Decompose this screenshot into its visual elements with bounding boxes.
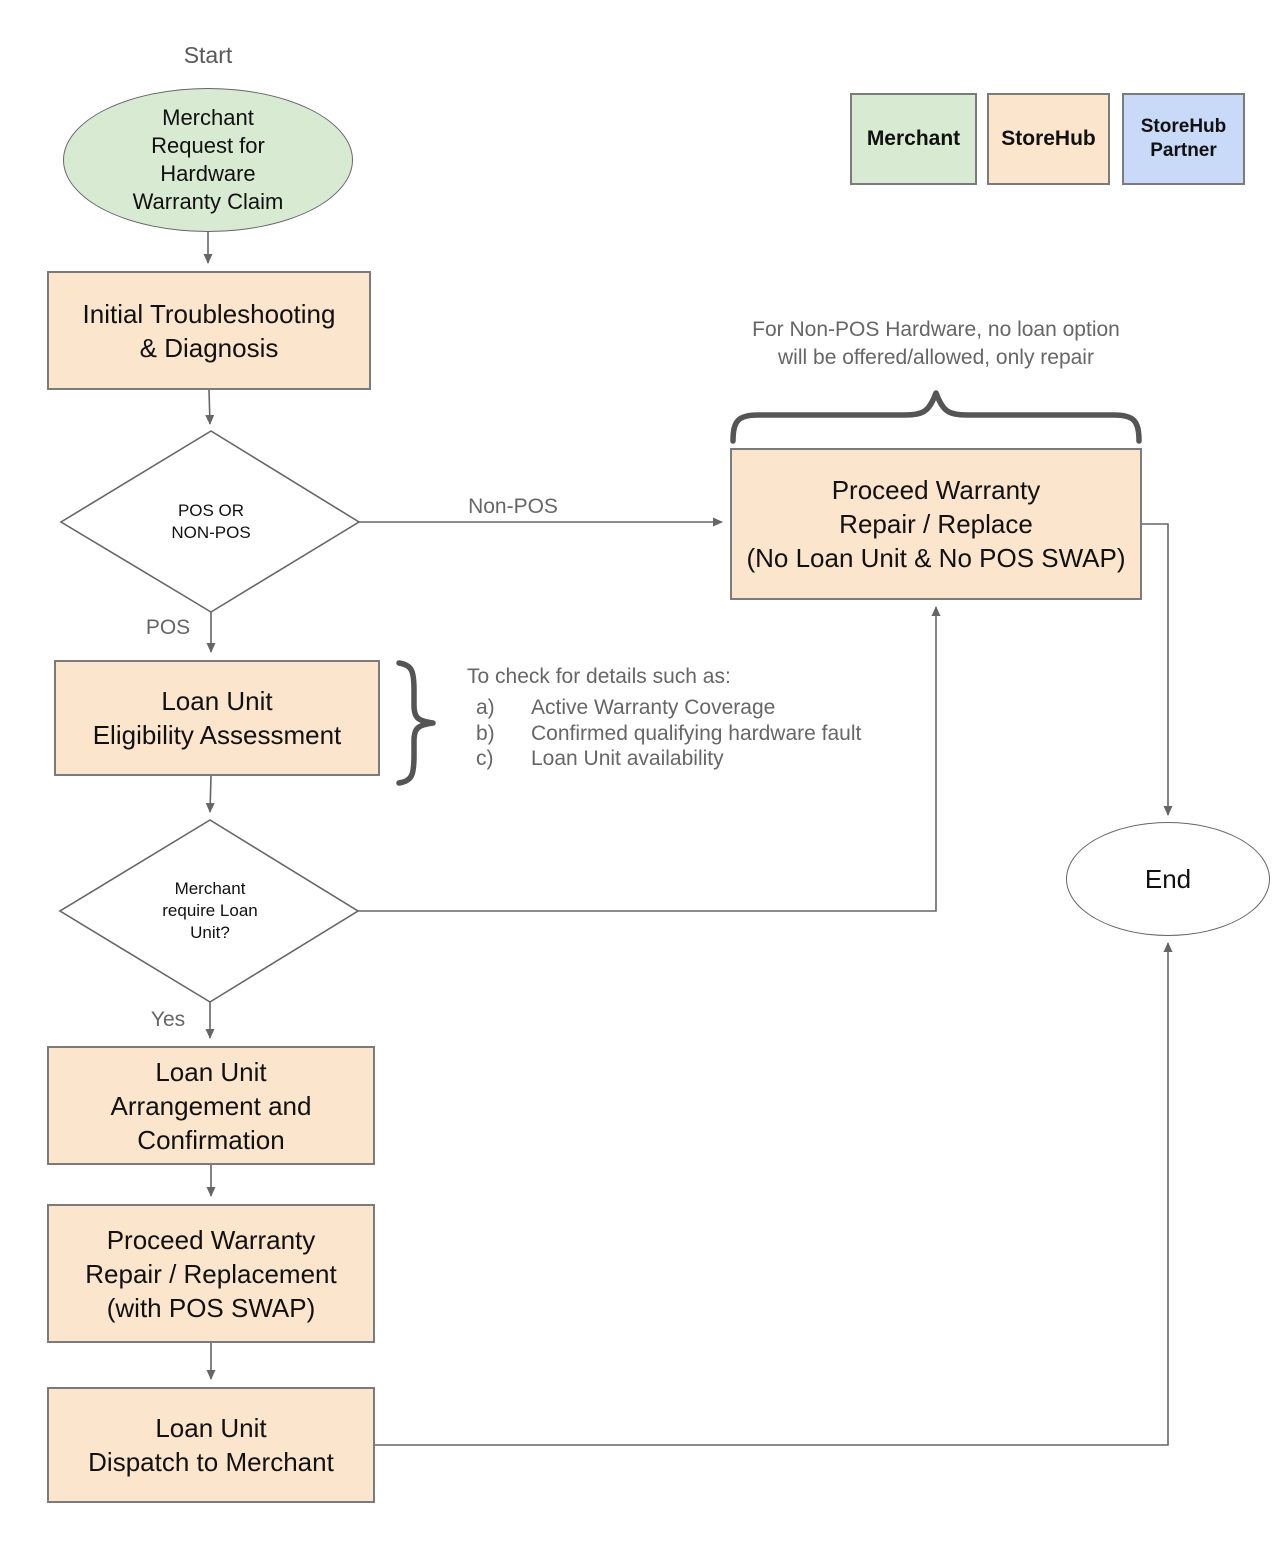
edge-dispatch-to-end [375,942,1173,1446]
node-end: End [1066,822,1270,936]
decision-pos-or-nonpos-shape [59,430,361,613]
check-item: a) Active Warranty Coverage [476,695,861,721]
node-initial-troubleshooting: Initial Troubleshooting & Diagnosis [47,271,371,390]
edge-proceed-nonpos-to-end [1142,523,1173,816]
legend-storehub-partner: StoreHub Partner [1122,93,1245,185]
edge-label-pos: POS [145,616,191,639]
check-item: c) Loan Unit availability [476,746,861,772]
edge-decision2-to-proceed-nonpos [358,606,941,912]
node-start: Merchant Request for Hardware Warranty C… [63,88,353,232]
edge-initial-to-decision1 [205,389,215,425]
nonpos-note: For Non-POS Hardware, no loan option wil… [752,318,1120,369]
check-item-text: Active Warranty Coverage [531,696,776,719]
legend-storehub: StoreHub [987,93,1110,185]
overbrace-icon [730,390,1142,444]
node-loan-eligibility: Loan Unit Eligibility Assessment [54,660,380,776]
node-loan-arrangement: Loan Unit Arrangement and Confirmation [47,1046,375,1165]
start-title: Start [183,42,233,68]
check-item-text: Confirmed qualifying hardware fault [531,721,862,745]
check-item: b) Confirmed qualifying hardware fault [476,721,861,747]
check-item-key: b) [476,721,495,745]
edge-label-non-pos: Non-POS [468,495,558,518]
edge-label-yes: Yes [150,1008,186,1031]
check-item-text: Loan Unit availability [531,747,724,770]
decision-require-loan-shape [58,819,360,1003]
check-details-list: a) Active Warranty Coverage b) Confirmed q… [476,695,861,772]
check-item-key: c) [476,747,494,770]
node-proceed-warranty-pos-swap: Proceed Warranty Repair / Replacement (w… [47,1204,375,1343]
decision-pos-or-nonpos-label: POS OR NON-POS [171,501,251,542]
decision-require-loan-label: Merchant require Loan Unit? [162,879,258,942]
check-item-key: a) [476,696,495,719]
node-loan-dispatch: Loan Unit Dispatch to Merchant [47,1387,375,1503]
edge-eligibility-to-decision2 [205,775,215,813]
check-details-heading: To check for details such as: [467,665,731,688]
legend-merchant: Merchant [850,93,977,185]
node-proceed-warranty-nonpos: Proceed Warranty Repair / Replace (No Lo… [730,448,1142,600]
right-brace-icon [396,660,436,786]
